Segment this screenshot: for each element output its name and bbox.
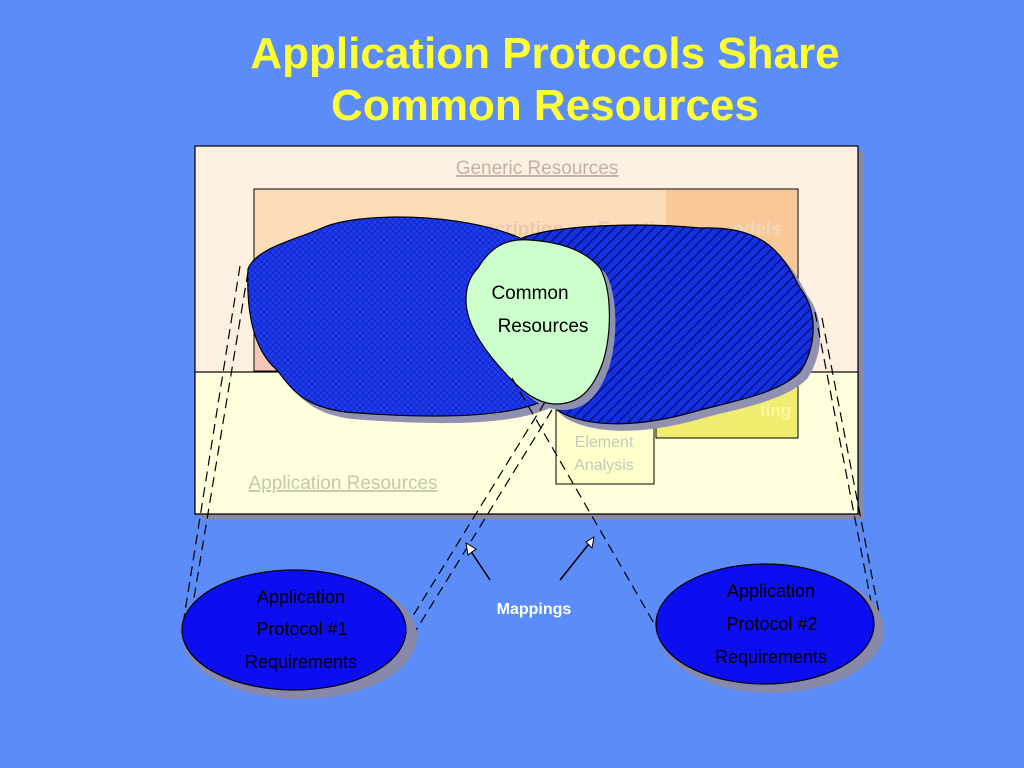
mappings-label: Mappings [497, 601, 572, 618]
common-resources-label-2: Resources [498, 316, 589, 337]
mapping-line-p1-left-outer [183, 265, 241, 619]
protocol1-label-2: Protocol #1 [256, 619, 347, 639]
protocol1-label-3: Requirements [245, 652, 357, 672]
protocol1-label-1: Application [257, 587, 345, 607]
protocol1-ellipse [181, 569, 407, 691]
slide-title: Application Protocols Share Common Resou… [160, 28, 930, 132]
generic-resources-label: Generic Resources [456, 158, 619, 179]
mapping-arrow-left-head [465, 542, 477, 556]
protocol2-label-2: Protocol #2 [726, 614, 817, 634]
application-resources-label: Application Resources [248, 473, 437, 494]
reporting-label-partial: ting [760, 401, 791, 420]
mapping-line-p1-left-inner [189, 271, 249, 623]
mapping-line-p1-right-outer [402, 401, 546, 633]
mapping-arrow-right-head [585, 535, 595, 550]
common-resources-label-1: Common [491, 283, 568, 304]
mapping-arrows [465, 535, 595, 581]
mapping-line-p2-right-inner [821, 317, 881, 619]
mapping-lines [183, 265, 881, 641]
mapping-arrow-right [559, 539, 593, 581]
mapping-line-p2-right-outer [814, 311, 874, 613]
element-analysis-label-2: Analysis [574, 457, 634, 474]
mapping-line-p1-right-inner [409, 409, 553, 641]
element-analysis-label-1: Element [575, 434, 634, 451]
common-resources-shape [465, 239, 610, 405]
protocol2-label-1: Application [727, 581, 815, 601]
protocol2-ellipse [655, 563, 875, 685]
title-line-1: Application Protocols Share [250, 29, 840, 78]
protocol2-label-3: Requirements [715, 647, 827, 667]
title-line-2: Common Resources [331, 81, 759, 130]
